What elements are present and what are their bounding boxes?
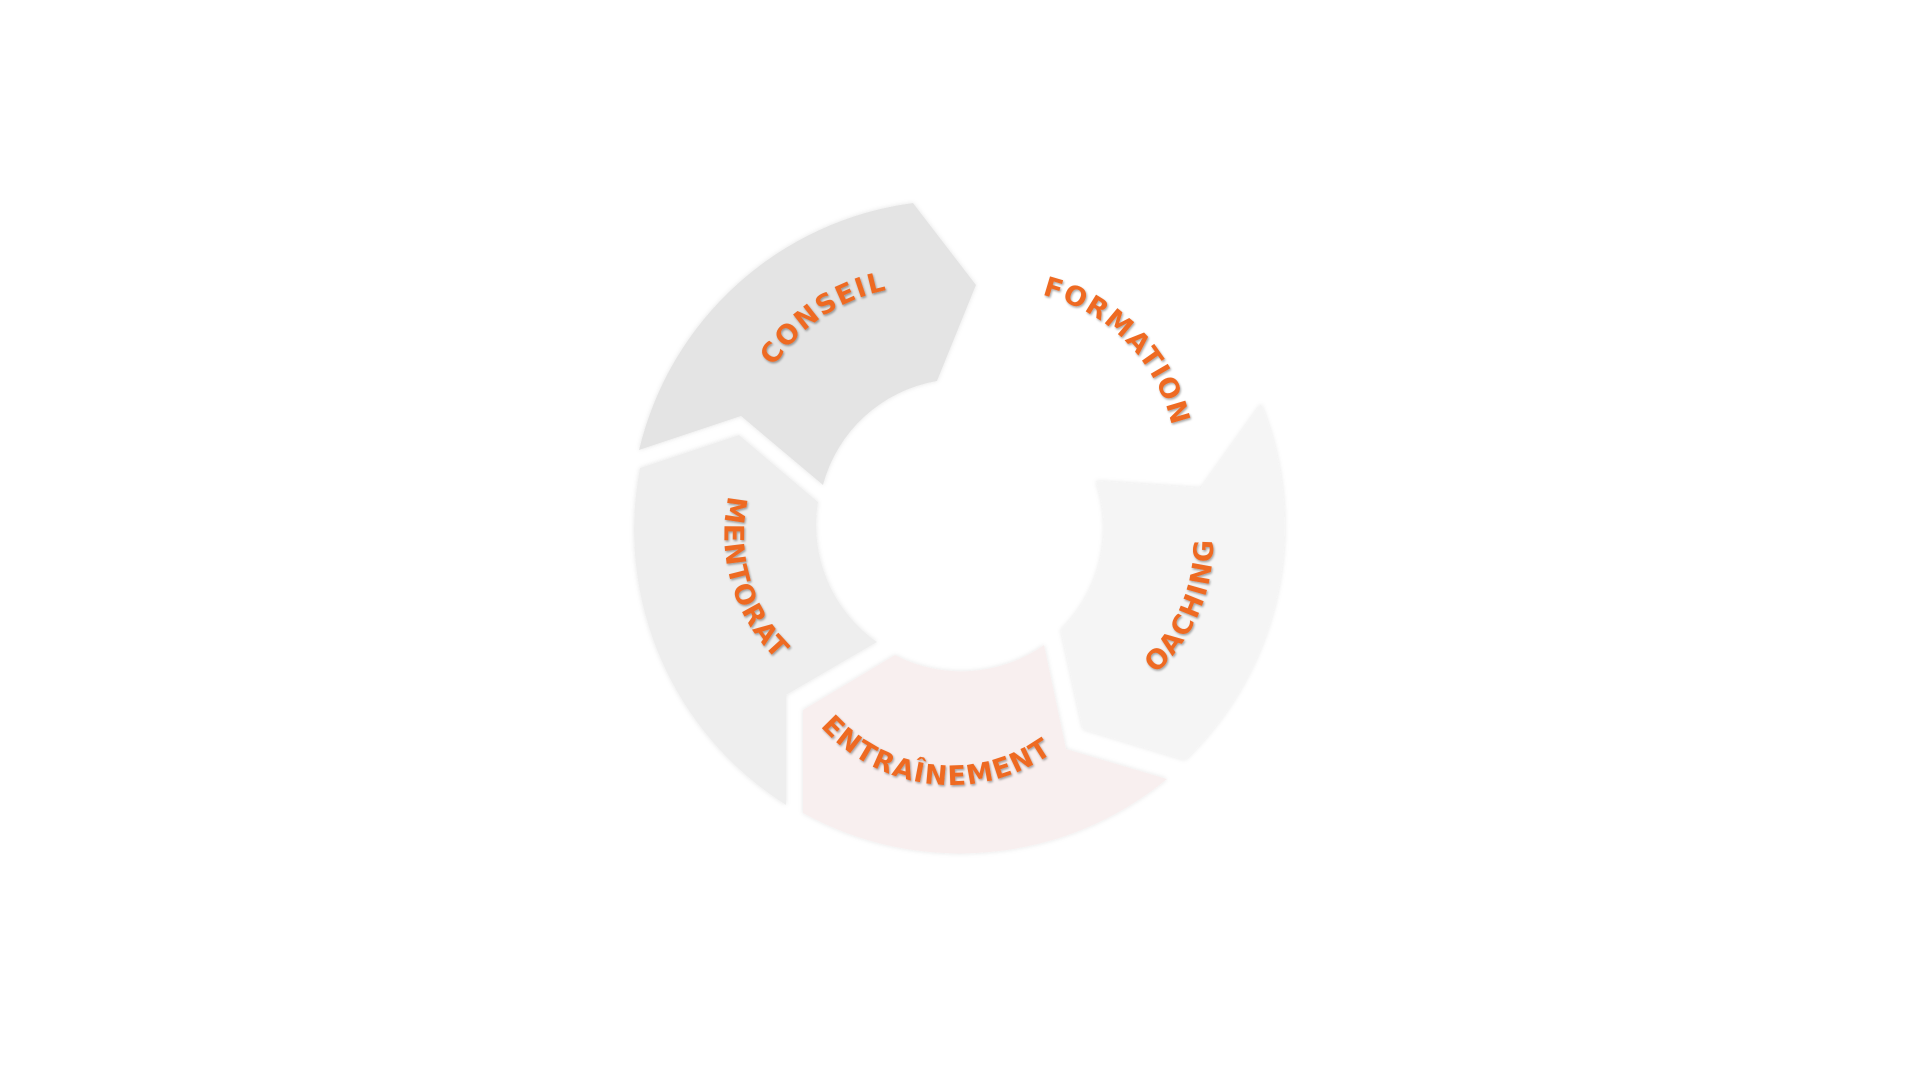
segment-conseil[interactable] [639, 203, 976, 485]
segment-mentorat[interactable] [634, 435, 877, 805]
cycle-ring [634, 203, 1285, 854]
segment-coaching[interactable] [1061, 404, 1285, 760]
segment-formation[interactable] [990, 250, 1220, 485]
segment-entrainement[interactable] [803, 645, 1167, 854]
